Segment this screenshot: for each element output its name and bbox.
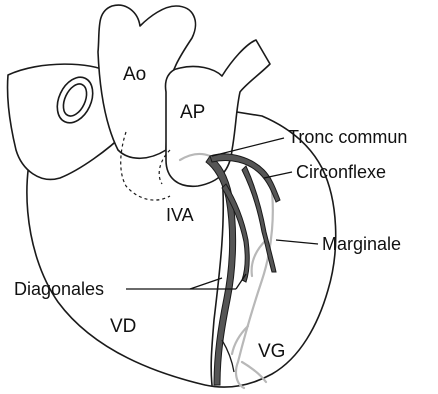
label-diagonales: Diagonales: [14, 279, 104, 299]
label-circonflexe: Circonflexe: [296, 162, 386, 182]
label-pulmonary-artery: AP: [180, 102, 205, 123]
label-aorta: Ao: [123, 64, 146, 85]
label-left-ventricle: VG: [258, 341, 285, 362]
label-right-ventricle: VD: [110, 316, 136, 337]
label-tronc-commun: Tronc commun: [288, 127, 407, 147]
label-iva: IVA: [166, 205, 194, 225]
label-marginale: Marginale: [322, 234, 401, 254]
